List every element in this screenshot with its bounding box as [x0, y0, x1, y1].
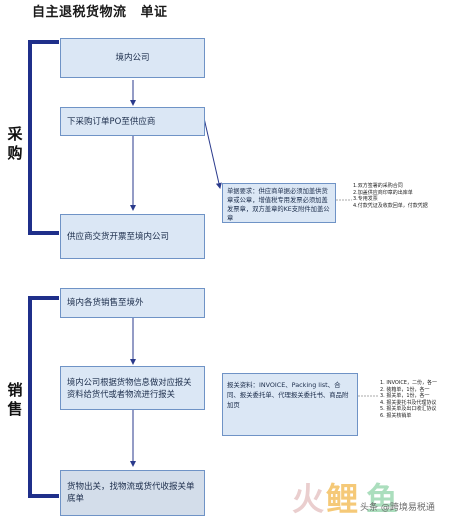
- note-purchase-requirements-text: 单据要求：供应商单据必须加盖供货章或公章，增值税专用发票必须加盖发票章，双方盖章…: [227, 188, 330, 222]
- box-domestic-company: 境内公司: [60, 38, 205, 78]
- section-purchase-char-2: 购: [7, 144, 23, 162]
- list-sales-item: 6. 报关核销单: [380, 412, 412, 419]
- list-sales-documents: 1. INVOICE，二份，各一 2. 装箱单，1份，各一 3. 报关单，1份，…: [380, 380, 437, 420]
- list-purchase-item: 4.付款凭证及收款回单，付款凭据: [353, 202, 428, 209]
- purchase-bracket: [28, 40, 59, 235]
- section-sales-char-1: 销: [7, 381, 23, 399]
- watermark-caption: 头条 @跨境易税通: [360, 500, 435, 513]
- box-po-to-supplier-label: 下采购订单PO至供应商: [67, 116, 156, 127]
- list-sales-item: 3. 报关单，1份，各一: [380, 393, 430, 400]
- box-goods-shipped: 货物出关，找物流或货代收报关单底单: [60, 470, 205, 516]
- box-domestic-company-label: 境内公司: [115, 53, 150, 63]
- list-purchase-item: 1.双方签署的采购合同: [353, 183, 403, 189]
- svg-text:鲤: 鲤: [326, 480, 358, 518]
- list-sales-item: 4. 报关委托书及代理协议: [380, 399, 437, 406]
- list-purchase-item: 3.专用发票: [353, 196, 378, 203]
- box-goods-to-overseas-label: 境内各货销售至境外: [67, 298, 144, 308]
- svg-text:鱼: 鱼: [366, 480, 398, 518]
- list-sales-item: 2. 装箱单，1份，各一: [380, 386, 430, 393]
- list-sales-item: 1. INVOICE，二份，各一: [380, 380, 437, 386]
- list-sales-item: 5. 报关单及出口收汇协议: [380, 406, 437, 413]
- list-purchase-item: 2.加盖供应商印章的出库单: [353, 189, 413, 196]
- section-purchase-char-1: 采: [7, 125, 23, 143]
- watermark-logo-icon: 火 鲤 鱼: [292, 480, 398, 518]
- box-goods-to-overseas: 境内各货销售至境外: [60, 288, 205, 318]
- sales-bracket: [28, 296, 59, 498]
- box-supplier-delivery-label: 供应商交货开票至境内公司: [67, 231, 170, 242]
- section-purchase-label: 采 购: [6, 125, 24, 163]
- note-sales-documents-text: 报关资料：INVOICE、Packing list、合同、报关委托单、代理报关委…: [227, 381, 349, 409]
- title-left: 自主退税货物流: [32, 5, 127, 20]
- page-title: 自主退税货物流单证: [32, 1, 168, 20]
- note-purchase-requirements: 单据要求：供应商单据必须加盖供货章或公章，增值税专用发票必须加盖发票章，双方盖章…: [222, 183, 336, 223]
- box-arrange-export-label: 境内公司根据货物信息做对应报关资料给货代或者物流进行报关: [67, 377, 192, 399]
- box-goods-shipped-label: 货物出关，找物流或货代收报关单底单: [67, 482, 195, 504]
- watermark-caption-text: 头条 @跨境易税通: [360, 503, 435, 513]
- arrow-po-to-note: [203, 117, 222, 189]
- section-sales-char-2: 售: [7, 400, 23, 418]
- section-sales-label: 销 售: [6, 381, 24, 419]
- note-sales-documents: 报关资料：INVOICE、Packing list、合同、报关委托单、代理报关委…: [222, 373, 358, 436]
- box-po-to-supplier: 下采购订单PO至供应商: [60, 107, 205, 136]
- svg-text:火: 火: [292, 480, 324, 518]
- box-supplier-delivery: 供应商交货开票至境内公司: [60, 214, 205, 259]
- box-arrange-export: 境内公司根据货物信息做对应报关资料给货代或者物流进行报关: [60, 366, 205, 410]
- title-right: 单证: [140, 5, 168, 20]
- list-purchase-documents: 1.双方签署的采购合同 2.加盖供应商印章的出库单 3.专用发票 4.付款凭证及…: [353, 183, 428, 209]
